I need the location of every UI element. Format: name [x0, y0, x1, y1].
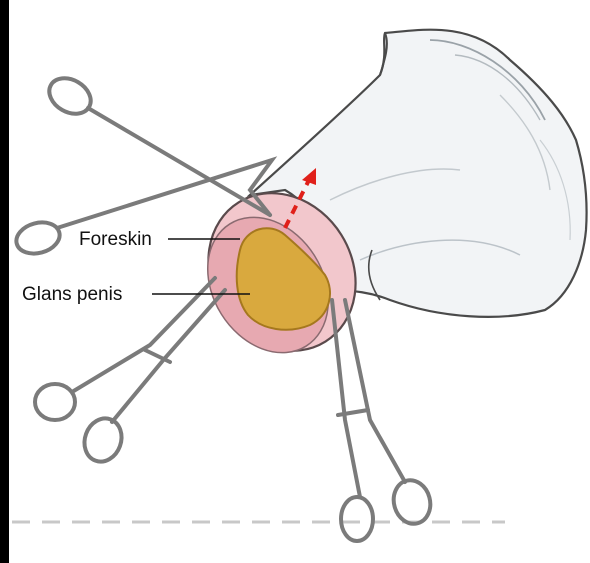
bottom-clamp-icon	[332, 300, 435, 541]
glans-penis-label: Glans penis	[22, 285, 122, 304]
left-clamp-icon	[35, 278, 225, 467]
left-border	[0, 0, 9, 563]
foreskin-label: Foreskin	[79, 230, 152, 249]
